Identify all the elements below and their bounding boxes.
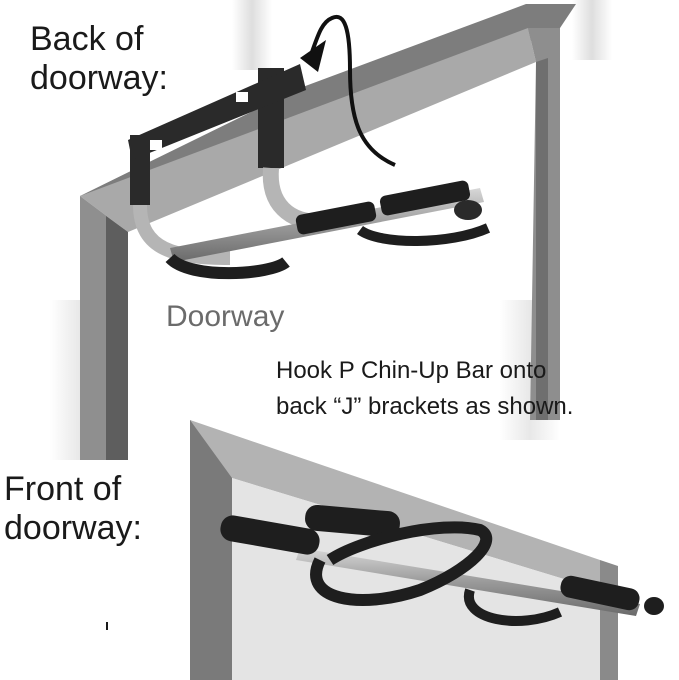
back-label-line2: doorway: <box>30 59 168 98</box>
instruction-line2: back “J” brackets as shown. <box>276 392 574 420</box>
small-tick-mark <box>106 622 108 630</box>
front-label-line2: doorway: <box>4 509 142 548</box>
doorway-label: Doorway <box>166 300 285 333</box>
front-chin-up-bar <box>220 504 664 626</box>
back-of-doorway-label: Back of doorway: <box>30 20 168 98</box>
instruction-text: Hook P Chin-Up Bar onto back “J” bracket… <box>276 357 573 420</box>
top-strap <box>128 64 306 160</box>
instruction-line1: Hook P Chin-Up Bar onto <box>276 357 547 384</box>
front-door-frame <box>190 420 618 680</box>
front-label-line1: Front of <box>4 470 122 508</box>
back-door-frame <box>80 4 576 460</box>
curved-arrow-icon <box>300 14 396 167</box>
back-label-line1: Back of <box>30 20 144 58</box>
front-of-doorway-label: Front of doorway: <box>4 470 142 548</box>
back-chin-up-bar <box>165 180 491 280</box>
